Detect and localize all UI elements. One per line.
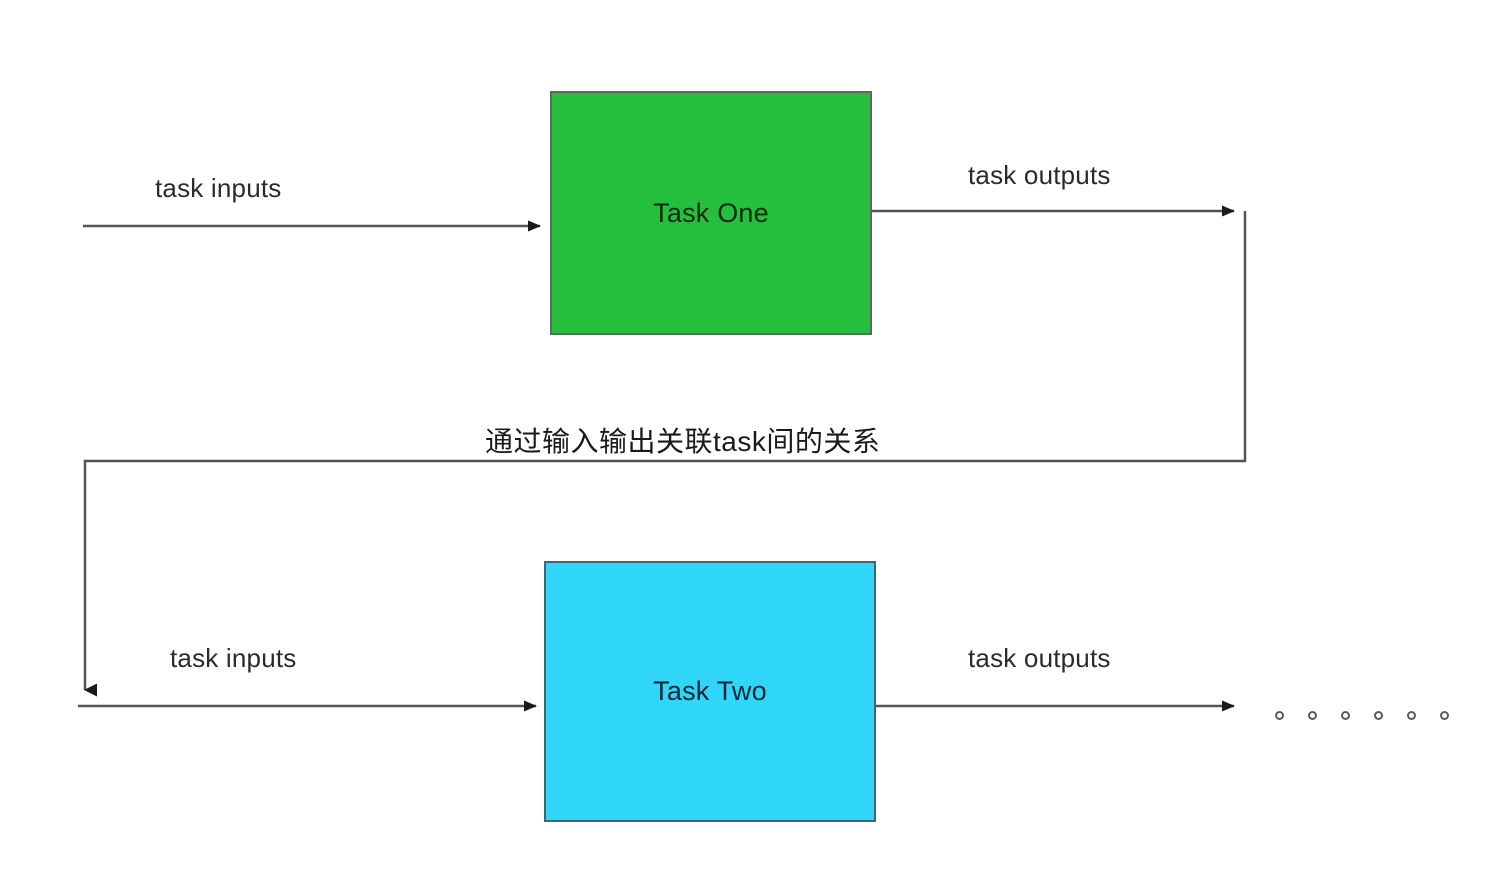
continuation-dot <box>1374 711 1383 720</box>
continuation-dot <box>1341 711 1350 720</box>
node-task-one[interactable]: Task One <box>550 91 872 335</box>
label-task-one-inputs: task inputs <box>155 173 282 203</box>
edge-feedback-connector <box>83 211 1247 697</box>
label-task-one-outputs: task outputs <box>968 160 1111 190</box>
node-task-two[interactable]: Task Two <box>544 561 876 822</box>
continuation-dot <box>1308 711 1317 720</box>
node-task-two-label: Task Two <box>653 676 767 706</box>
continuation-dot <box>1440 711 1449 720</box>
continuation-dot <box>1407 711 1416 720</box>
label-relation-annotation: 通过输入输出关联task间的关系 <box>485 426 881 457</box>
continuation-dot <box>1275 711 1284 720</box>
node-task-one-label: Task One <box>653 197 769 228</box>
label-task-two-inputs: task inputs <box>170 643 297 673</box>
label-task-two-outputs: task outputs <box>968 643 1111 673</box>
